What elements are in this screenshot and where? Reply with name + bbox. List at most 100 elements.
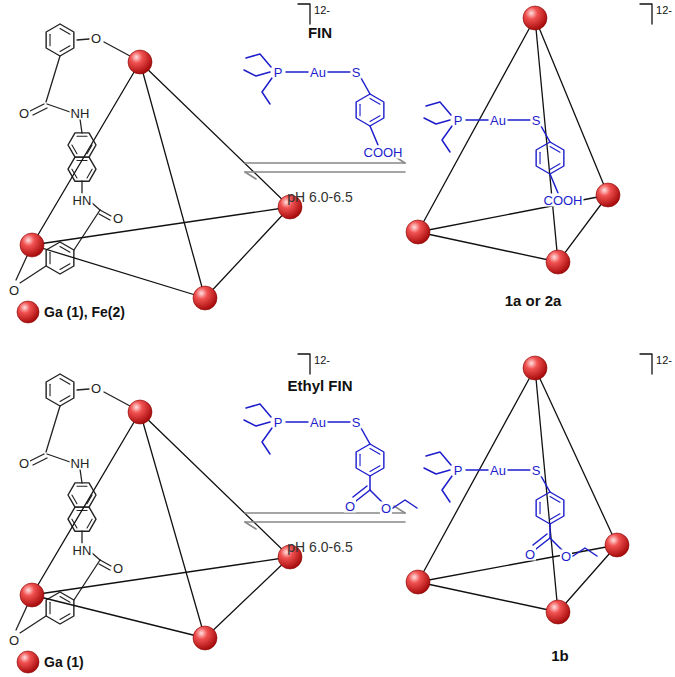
atom-label: COOH: [363, 146, 404, 159]
atom-label: NH: [70, 457, 91, 470]
bond: [77, 39, 89, 40]
atom-label: O: [18, 457, 30, 470]
legend-text: Ga (1): [44, 655, 84, 669]
charge-bracket: [640, 354, 652, 374]
tetrahedron-edge: [418, 368, 535, 582]
benzene-ring: [46, 592, 74, 624]
bond: [353, 486, 367, 497]
tetrahedron-edge: [140, 412, 205, 638]
metal-sphere: [193, 626, 217, 650]
benzene-ring: [46, 24, 74, 56]
reverse-arrow: [245, 171, 405, 173]
ethyl-group: [426, 102, 451, 115]
benzene-ring: [550, 514, 560, 520]
atom-label: P: [273, 416, 284, 429]
bond: [33, 108, 47, 115]
benzene-ring: [60, 246, 70, 252]
tetrahedron-edge: [558, 545, 617, 612]
bond: [47, 104, 70, 112]
benzene-ring: [46, 242, 74, 274]
tetrahedron-edge: [418, 232, 558, 262]
bond: [541, 476, 550, 492]
compound-label: 1b: [550, 648, 570, 663]
ethyl-group: [573, 548, 597, 556]
atom-label: S: [531, 464, 542, 477]
metal-sphere: [193, 286, 217, 310]
benzene-ring: [356, 444, 384, 476]
naphthalene-ring: [72, 145, 77, 154]
ethyl-group: [246, 54, 271, 67]
benzene-ring: [60, 28, 70, 34]
atom-label: O: [524, 548, 536, 561]
metal-sphere: [523, 6, 547, 30]
ethyl-group: [393, 500, 417, 508]
bond: [81, 181, 82, 193]
atom-label: S: [531, 114, 542, 127]
benzene-ring: [49, 34, 50, 46]
atom-label: HN: [72, 544, 93, 557]
bond: [550, 174, 558, 193]
charge-bracket: [298, 4, 310, 24]
bond: [16, 606, 27, 630]
charge-bracket: [298, 354, 310, 374]
bond: [92, 203, 100, 210]
tetrahedron-edge: [140, 62, 205, 298]
bond: [361, 428, 370, 444]
bond: [466, 119, 488, 121]
benzene-ring: [536, 492, 564, 524]
bond: [549, 524, 551, 538]
atom-label: O: [380, 502, 392, 515]
tetrahedron-edge: [32, 557, 290, 595]
benzene-ring: [359, 104, 360, 116]
atom-label: COOH: [543, 194, 584, 207]
metal-sphere: [523, 356, 547, 380]
bond: [104, 392, 130, 406]
benzene-ring: [359, 454, 360, 466]
atom-label: Au: [489, 114, 507, 127]
charge-label: 12-: [313, 355, 331, 366]
bond: [370, 490, 382, 502]
condition-label: pH 6.0-6.5: [286, 540, 353, 554]
bond: [536, 538, 550, 549]
metal-sphere: [20, 583, 44, 607]
naphthalene-ring: [77, 486, 87, 487]
benzene-ring: [550, 146, 560, 152]
benzene-ring: [60, 264, 70, 270]
atom-label: S: [351, 66, 362, 79]
benzene-ring: [370, 466, 380, 472]
naphthalene-ring: [68, 133, 96, 157]
benzene-ring: [60, 46, 70, 52]
reverse-arrow: [245, 522, 256, 529]
benzene-ring: [356, 94, 384, 126]
bond: [356, 490, 370, 501]
bond: [541, 126, 550, 142]
atom-label: HN: [72, 194, 93, 207]
charge-label: 12-: [655, 5, 673, 16]
atom-label: S: [351, 416, 362, 429]
bond: [508, 469, 530, 471]
benzene-ring: [370, 116, 380, 122]
ethyl-group: [244, 420, 270, 426]
ethyl-group: [426, 452, 451, 465]
ethyl-group: [244, 70, 270, 76]
metal-sphere: [17, 651, 39, 673]
bond: [80, 469, 82, 483]
atom-label: O: [112, 562, 124, 575]
bond: [74, 210, 100, 250]
naphthalene-ring: [72, 495, 77, 504]
reverse-arrow: [245, 172, 256, 179]
charge-label: 12-: [655, 355, 673, 366]
metal-sphere: [406, 570, 430, 594]
charge-label: 12-: [313, 5, 331, 16]
tetrahedron-edge: [32, 62, 140, 245]
benzene-ring: [60, 378, 70, 384]
bond: [99, 214, 110, 220]
bond: [20, 266, 46, 283]
metal-sphere: [605, 533, 629, 557]
benzene-ring: [370, 98, 380, 104]
tetrahedron-edge: [535, 368, 558, 612]
atom-label: Au: [489, 464, 507, 477]
tetrahedron-edge: [418, 18, 535, 232]
metal-sphere: [546, 250, 570, 274]
